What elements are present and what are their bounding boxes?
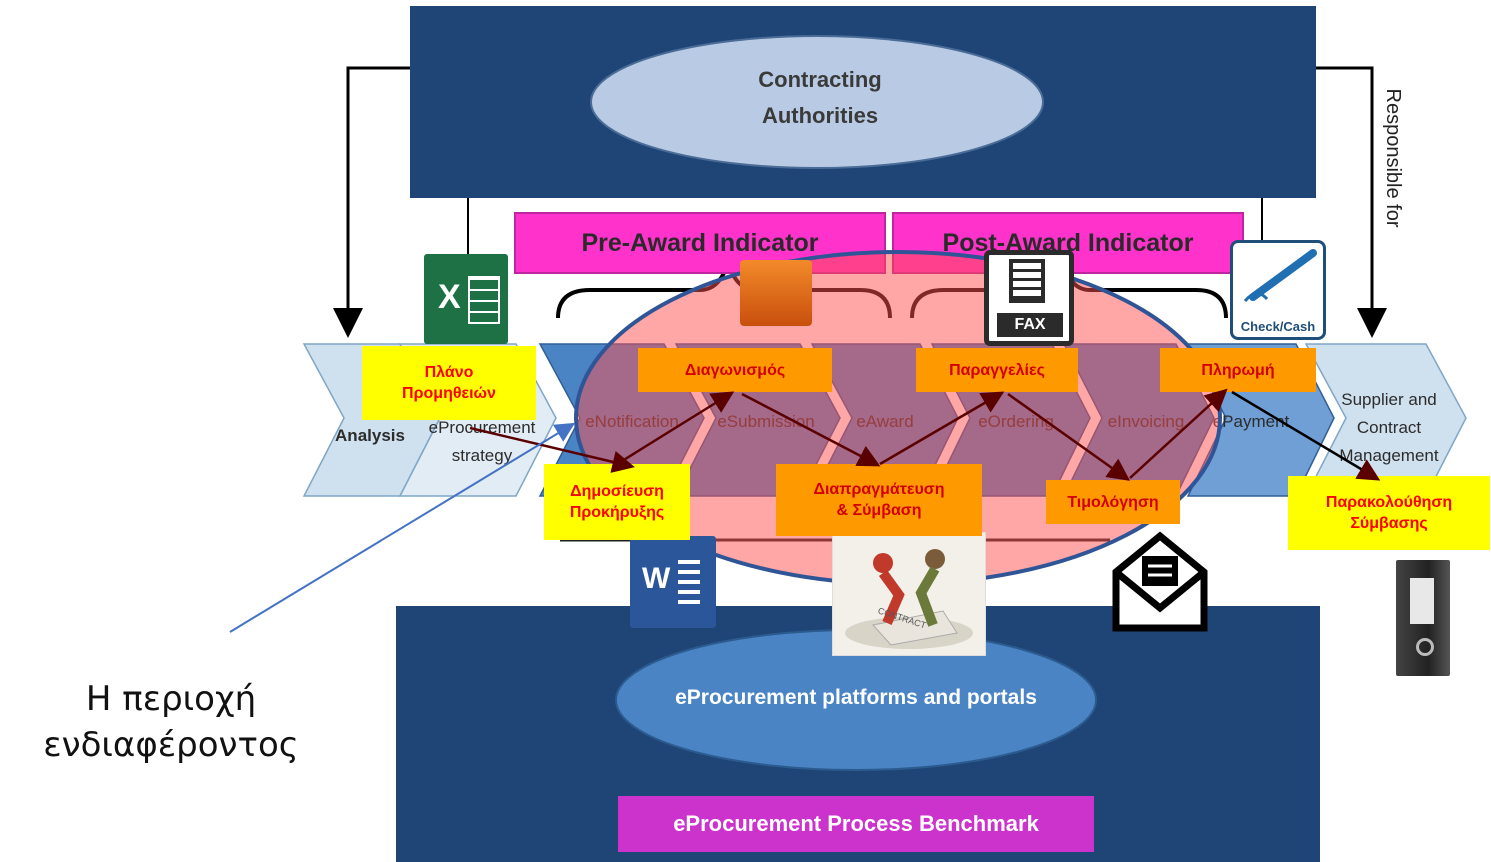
label-payment: Πληρωμή xyxy=(1160,348,1316,392)
check-cash-label: Check/Cash xyxy=(1240,319,1316,334)
contracting-authorities-text: Contracting Authorities xyxy=(660,62,980,134)
flow-payment-to-monitoring xyxy=(1231,390,1381,481)
stage-strategy-line2: strategy xyxy=(451,446,513,465)
negotiation-line1: Διαπραγμάτευση xyxy=(813,481,945,498)
envelope-icon xyxy=(1110,530,1210,632)
binder-icon xyxy=(1396,560,1450,676)
fax-paper-icon xyxy=(1009,259,1045,303)
flow-tender-to-negotiation xyxy=(741,392,881,467)
word-icon-letter: W xyxy=(642,562,671,595)
area-of-interest-line1: Η περιοχή xyxy=(85,679,257,719)
word-lines-icon xyxy=(678,560,700,604)
stage-needs-line2: Analysis xyxy=(335,426,405,445)
envelope-shape-icon xyxy=(1112,531,1208,632)
label-procurement-plan: Πλάνο Προμηθειών xyxy=(362,346,536,420)
binder-label-icon xyxy=(1410,578,1434,624)
folder-icon xyxy=(740,260,812,326)
contract-handshake-image: CONTRACT xyxy=(832,532,986,656)
area-of-interest-line2: ενδιαφέροντος xyxy=(43,725,299,765)
label-orders: Παραγγελίες xyxy=(916,348,1078,392)
area-of-interest-label: Η περιοχή ενδιαφέροντος xyxy=(6,676,336,768)
right-feedback-arrow xyxy=(1316,66,1387,338)
procurement-plan-line1: Πλάνο xyxy=(424,364,474,381)
flow-invoicing-to-payment xyxy=(1129,388,1228,479)
figures-icon xyxy=(845,549,973,649)
negotiation-line2: & Σύμβαση xyxy=(836,502,922,519)
left-feedback-arrow xyxy=(333,66,410,338)
platforms-text: eProcurement platforms and portals xyxy=(675,686,1037,709)
stage-supplier-line2: Contract xyxy=(1356,418,1422,437)
stage-epayment: ePayment xyxy=(1212,412,1290,431)
procurement-plan-line2: Προμηθειών xyxy=(402,385,496,402)
flow-publication-to-tender xyxy=(613,391,735,468)
label-contract-monitoring: Παρακολούθηση Σύμβασης xyxy=(1288,476,1490,550)
monitoring-line1: Παρακολούθηση xyxy=(1325,494,1453,511)
area-pointer-line xyxy=(229,422,576,633)
label-invoicing: Τιμολόγηση xyxy=(1046,480,1180,524)
stage-supplier-line1: Supplier and xyxy=(1341,390,1437,409)
label-tender: Διαγωνισμός xyxy=(638,348,832,392)
check-cash-icon: Check/Cash xyxy=(1230,240,1326,340)
excel-grid-icon xyxy=(468,276,500,324)
binder-ring-icon xyxy=(1416,638,1434,656)
contracting-label-line2: Authorities xyxy=(761,103,879,128)
excel-icon: X xyxy=(424,254,508,344)
excel-icon-letter: X xyxy=(438,278,461,316)
stage-strategy: eProcurement strategy xyxy=(424,414,540,470)
flow-orders-to-invoicing xyxy=(1007,392,1131,481)
publication-line2: Προκήρυξης xyxy=(569,504,665,521)
label-negotiation: Διαπραγμάτευση & Σύμβαση xyxy=(776,464,982,536)
word-icon: W xyxy=(630,536,716,628)
fax-icon: FAX xyxy=(984,250,1074,346)
flow-plan-to-publication xyxy=(469,426,635,473)
flow-negotiation-to-orders xyxy=(879,391,1005,466)
monitoring-line2: Σύμβασης xyxy=(1350,515,1428,532)
benchmark-label: eProcurement Process Benchmark xyxy=(618,796,1094,852)
pre-award-indicator: Pre-Award Indicator xyxy=(514,212,886,274)
contracting-authorities-ellipse xyxy=(590,35,1044,169)
publication-line1: Δημοσίευση xyxy=(570,483,664,500)
contracting-label-line1: Contracting xyxy=(758,67,882,92)
pen-icon xyxy=(1243,249,1317,303)
stage-strategy-line1: eProcurement xyxy=(428,418,536,437)
fax-icon-label: FAX xyxy=(997,313,1063,337)
label-publication: Δημοσίευση Προκήρυξης xyxy=(544,464,690,540)
